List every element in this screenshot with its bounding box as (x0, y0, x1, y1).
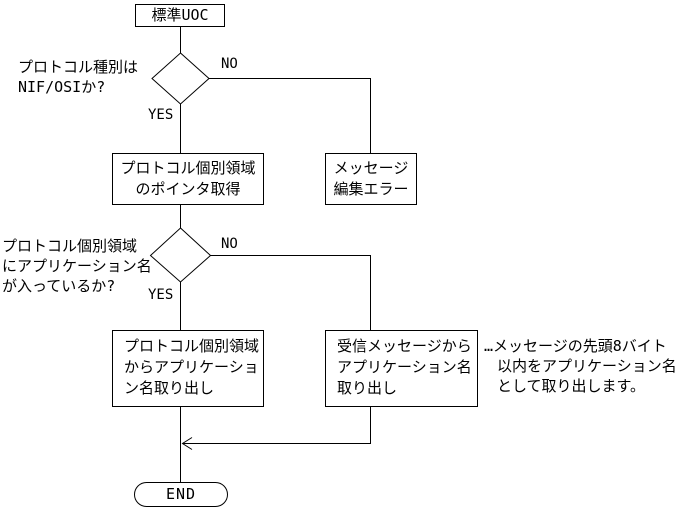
decision2-no-label: NO (221, 236, 238, 252)
decision2-question-line: プロトコル個別領域 (2, 237, 138, 255)
process-extract-individual-line: プロトコル個別領域 (124, 337, 260, 355)
merge-arrowhead-icon (181, 437, 193, 450)
process-extract-message-line: アプリケーション名 (337, 358, 472, 376)
process-error-node: メッセージ 編集エラー (325, 153, 417, 205)
decision2-yes-label: YES (148, 287, 174, 303)
start-node: 標準UOC (135, 4, 225, 27)
decision2-question: プロトコル個別領域 にアプリケーション名 が入っているか? (2, 236, 152, 296)
process-error-line: メッセージ (333, 159, 409, 177)
decision1-question: プロトコル種別は NIF/OSIか? (18, 57, 138, 97)
annotation-note-line: …メッセージの先頭8バイト (484, 337, 667, 355)
process-extract-individual-line: ン名取り出し (124, 379, 215, 397)
decision1-yes-label: YES (148, 107, 174, 123)
process-extract-individual-node: プロトコル個別領域 からアプリケーショ ン名取り出し (112, 330, 264, 407)
decision1-question-line: NIF/OSIか? (18, 78, 106, 96)
end-node-label: END (165, 485, 197, 503)
process-pointer-line: プロトコル個別領域 (120, 159, 256, 177)
decision1-question-line: プロトコル種別は (18, 58, 139, 76)
annotation-note-line: として取り出します。 (497, 377, 646, 395)
process-extract-message-line: 取り出し (337, 379, 398, 397)
process-error-line: 編集エラー (333, 180, 409, 198)
process-pointer-line: のポインタ取得 (135, 180, 241, 198)
start-node-label: 標準UOC (151, 6, 209, 24)
process-extract-message-node: 受信メッセージから アプリケーション名 取り出し (325, 330, 478, 407)
process-pointer-node: プロトコル個別領域 のポインタ取得 (112, 153, 264, 205)
annotation-note: …メッセージの先頭8バイト 以内をアプリケーション名 として取り出します。 (484, 336, 676, 396)
connector-merge-from-right (183, 407, 371, 444)
connector-decision1-no (209, 78, 371, 153)
decision2-diamond (149, 227, 212, 283)
decision1-diamond (151, 52, 210, 105)
decision2-question-line: が入っているか? (2, 277, 116, 295)
process-extract-individual-line: からアプリケーショ (124, 358, 259, 376)
connector-decision2-no (210, 255, 371, 330)
annotation-note-line: 以内をアプリケーション名 (497, 357, 676, 375)
process-extract-message-line: 受信メッセージから (337, 337, 472, 355)
decision1-no-label: NO (221, 56, 238, 72)
decision2-question-line: にアプリケーション名 (2, 257, 152, 275)
end-node: END (134, 482, 228, 507)
